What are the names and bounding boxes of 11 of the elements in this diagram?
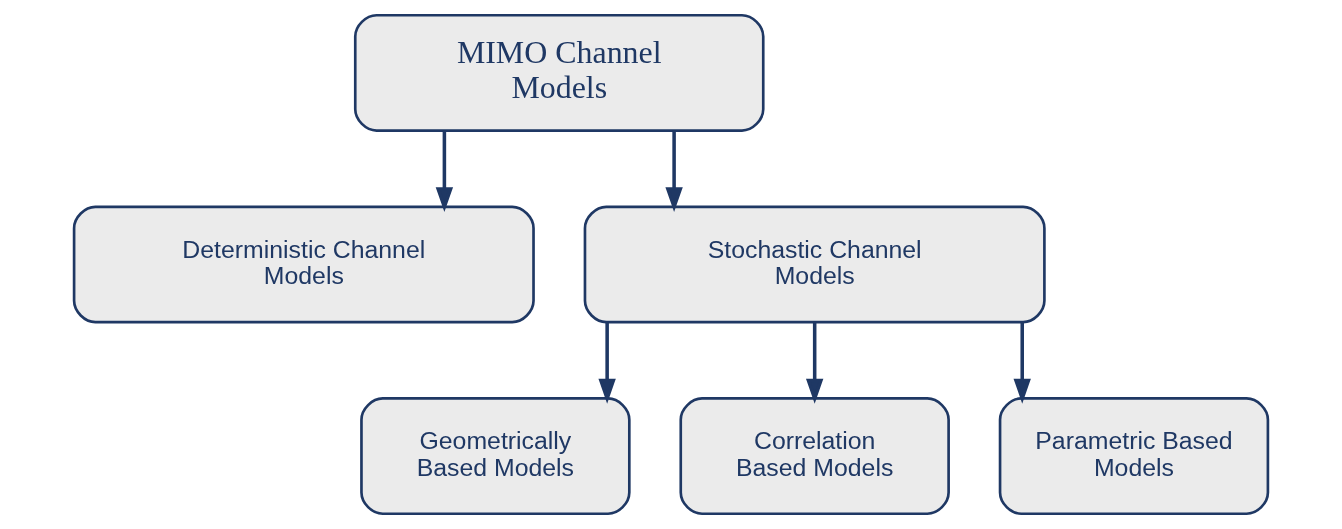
- node-box: Parametric Based Models: [998, 397, 1270, 516]
- arrow: [598, 322, 616, 404]
- arrow: [805, 322, 824, 404]
- node-box: MIMO Channel Models: [353, 13, 765, 132]
- arrow: [665, 130, 683, 213]
- node-box: Stochastic Channel Models: [583, 205, 1046, 324]
- node-box: Correlation Based Models: [679, 397, 950, 516]
- arrow: [1013, 322, 1031, 404]
- arrow: [435, 130, 454, 213]
- node-box: Geometrically Based Models: [360, 397, 631, 516]
- node-box: Deterministic Channel Models: [72, 205, 535, 324]
